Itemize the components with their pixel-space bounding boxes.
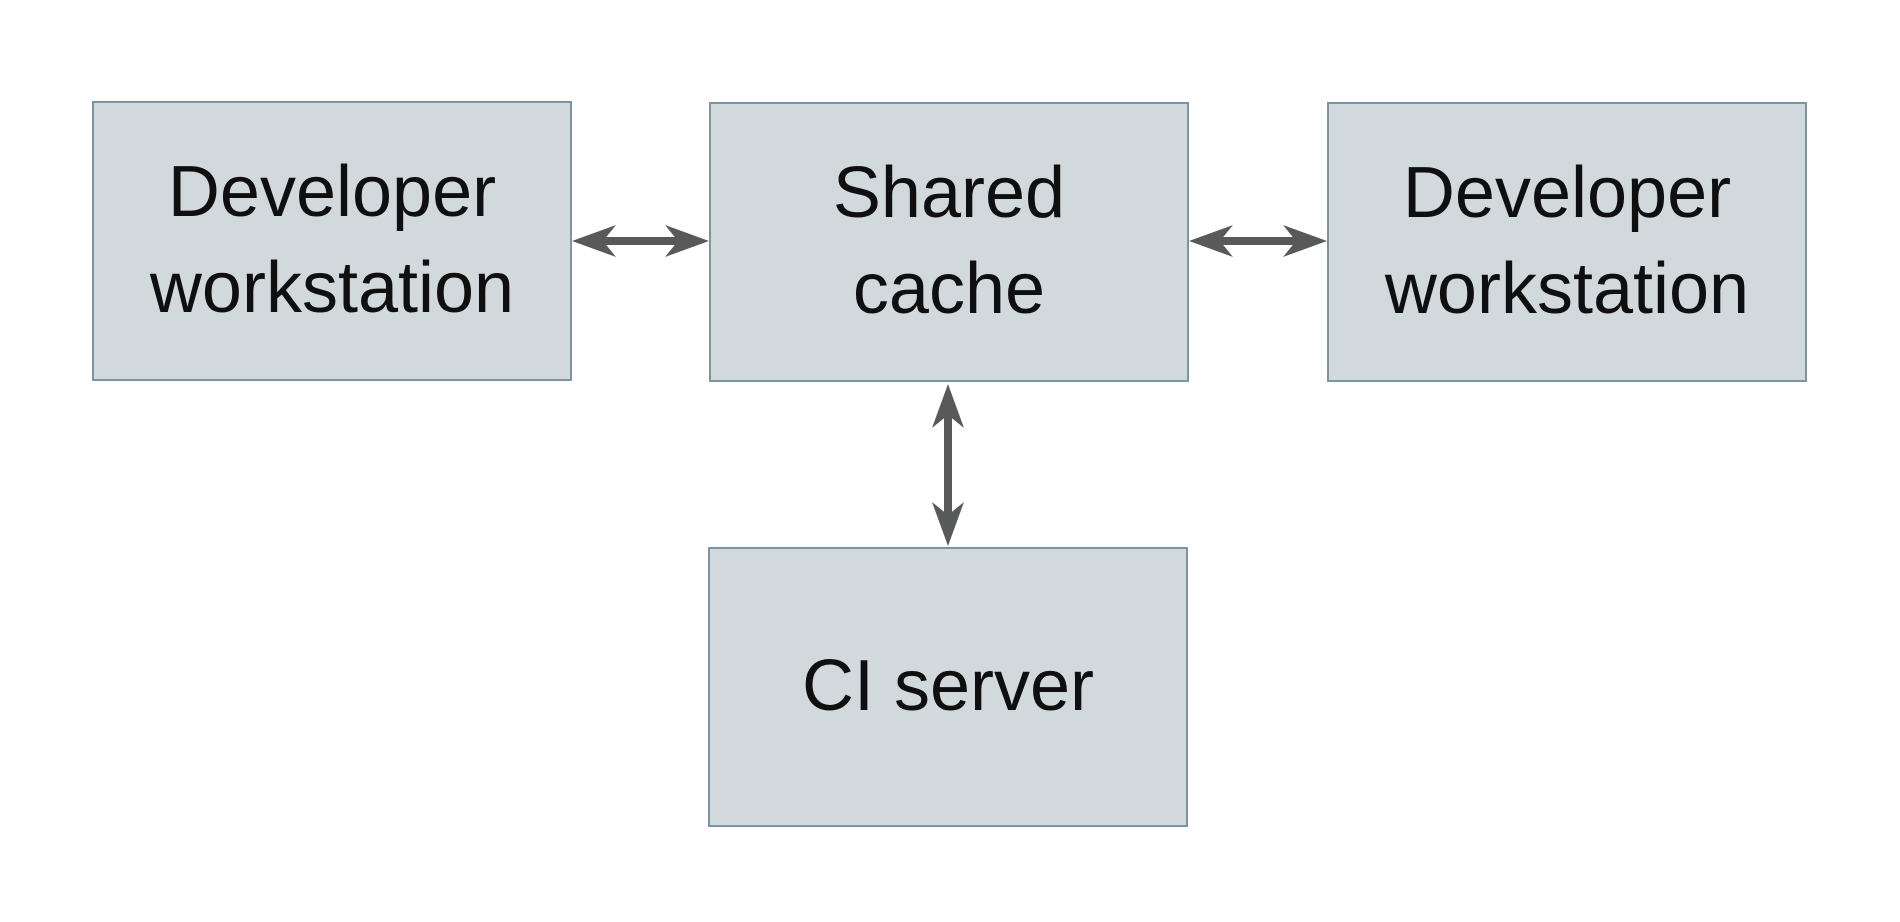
edge-workstation-left-cache-bidirectional-arrow: [572, 225, 709, 257]
node-developer-workstation-left: Developer workstation: [92, 101, 572, 381]
edge-cache-ci-server-bidirectional-arrow: [932, 384, 964, 546]
node-label: CI server: [801, 646, 1095, 727]
node-label: Shared cache: [832, 153, 1066, 329]
node-label: Developer workstation: [149, 152, 515, 328]
node-shared-cache: Shared cache: [709, 102, 1189, 382]
node-label: Developer workstation: [1384, 153, 1750, 329]
node-developer-workstation-right: Developer workstation: [1327, 102, 1807, 382]
node-ci-server: CI server: [708, 547, 1188, 827]
edge-cache-workstation-right-bidirectional-arrow: [1189, 225, 1327, 257]
